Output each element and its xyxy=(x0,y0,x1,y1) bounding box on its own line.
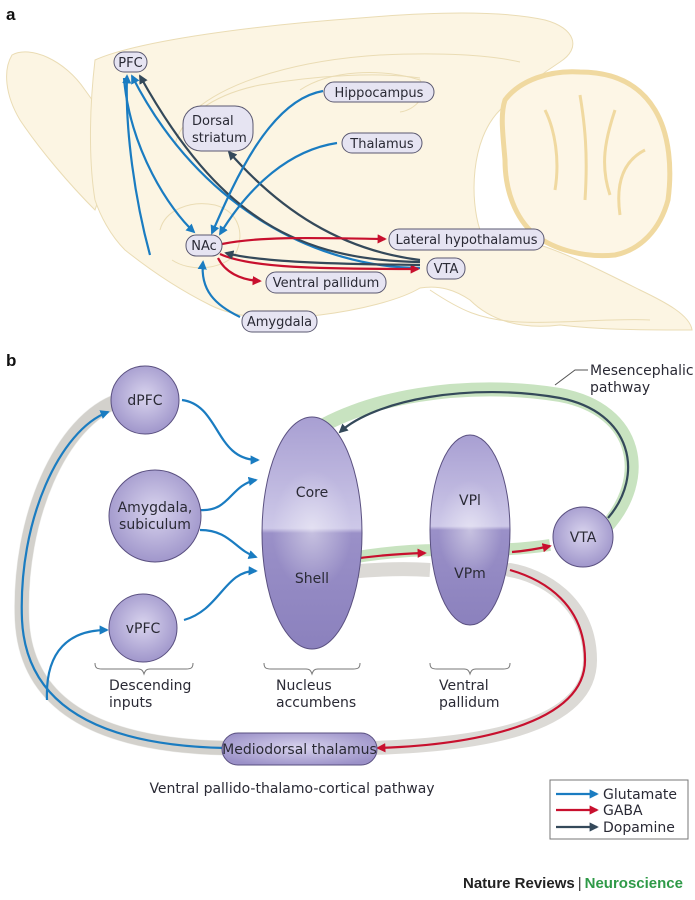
svg-text:VTA: VTA xyxy=(570,530,597,546)
label-nucleus-accumbens-1: Nucleus xyxy=(276,678,332,694)
node-shell: Shell xyxy=(295,571,329,587)
gaba-vpm-to-md-thalamus xyxy=(376,568,587,753)
region-hippocampus: Hippocampus xyxy=(323,81,435,103)
region-thalamus: Thalamus xyxy=(341,132,423,154)
node-vta: VTA xyxy=(552,506,614,568)
svg-text:Ventral pallidum: Ventral pallidum xyxy=(273,276,379,291)
node-vpm: VPm xyxy=(454,566,486,582)
glutamate-amygdala-to-nac xyxy=(197,260,241,318)
glutamate-pfc-to-nac xyxy=(122,77,196,234)
region-amygdala: Amygdala xyxy=(241,310,318,333)
legend-item-gaba: GABA xyxy=(556,803,643,819)
journal-credit: Nature Reviews|Neuroscience xyxy=(463,875,683,892)
node-vpl: VPl xyxy=(459,493,481,509)
svg-text:Dopamine: Dopamine xyxy=(603,820,675,836)
region-lateral-hypothalamus: Lateral hypothalamus xyxy=(388,228,545,251)
node-dpfc: dPFC xyxy=(110,365,180,435)
node-ventral-pallidum: VPl VPm xyxy=(429,434,511,626)
svg-text:PFC: PFC xyxy=(118,56,142,71)
node-nucleus-accumbens: Core Shell xyxy=(261,416,363,650)
region-nac: NAc xyxy=(185,234,223,257)
svg-text:dPFC: dPFC xyxy=(127,393,162,409)
journal-name: Neuroscience xyxy=(584,875,683,892)
brace-nucleus-accumbens xyxy=(263,662,361,676)
label-ventral-pallidum-1: Ventral xyxy=(439,678,489,694)
label-mesencephalic-2: pathway xyxy=(590,380,650,396)
svg-text:Dorsal: Dorsal xyxy=(192,114,234,129)
descending-input-arrows xyxy=(181,398,260,622)
svg-text:GABA: GABA xyxy=(603,803,643,819)
glutamate-thalamus-to-nac xyxy=(219,141,338,236)
group-braces xyxy=(94,662,511,676)
region-pfc: PFC xyxy=(113,51,148,73)
glutamate-vpfc-to-shell xyxy=(183,566,258,622)
svg-text:NAc: NAc xyxy=(191,239,217,254)
brace-ventral-pallidum xyxy=(429,662,511,676)
pathway-labels: Mesencephalic pathway Ventral pallido-th… xyxy=(149,363,693,797)
node-amygdala-subiculum: Amygdala, subiculum xyxy=(108,469,202,563)
region-ventral-pallidum: Ventral pallidum xyxy=(265,271,387,294)
glutamate-amygdala-to-core xyxy=(199,476,258,512)
label-descending-inputs-1: Descending xyxy=(109,678,191,694)
svg-text:Lateral hypothalamus: Lateral hypothalamus xyxy=(395,233,537,248)
label-pallido-thalamo-cortical: Ventral pallido-thalamo-cortical pathway xyxy=(149,781,434,797)
panel-b-letter: b xyxy=(6,351,16,370)
svg-text:striatum: striatum xyxy=(192,131,247,146)
glutamate-hippocampus-to-nac xyxy=(210,89,324,235)
pallido-thalamo-cortical-pathway xyxy=(14,392,598,756)
node-core: Core xyxy=(296,485,328,501)
region-vta: VTA xyxy=(426,257,466,280)
region-dorsal-striatum: Dorsal striatum xyxy=(182,105,254,152)
label-descending-inputs-2: inputs xyxy=(109,695,152,711)
node-mediodorsal-thalamus: Mediodorsal thalamus xyxy=(221,732,378,766)
svg-text:VTA: VTA xyxy=(434,262,459,277)
dopamine-vta-to-nac xyxy=(224,250,421,267)
svg-text:vPFC: vPFC xyxy=(126,621,161,637)
svg-text:subiculum: subiculum xyxy=(119,517,191,533)
brace-descending-inputs xyxy=(94,662,194,676)
dopamine-vta-to-dorsal-striatum xyxy=(227,150,421,262)
gaba-nac-to-lateral-hypothalamus xyxy=(221,234,387,246)
svg-text:Thalamus: Thalamus xyxy=(349,137,414,152)
legend: Glutamate GABA Dopamine xyxy=(549,779,689,840)
panel-b-nodes: dPFC Amygdala, subiculum vPFC Core Shell… xyxy=(108,365,614,766)
label-mesencephalic-1: Mesencephalic xyxy=(590,363,694,379)
legend-item-glutamate: Glutamate xyxy=(556,787,677,803)
legend-item-dopamine: Dopamine xyxy=(556,820,675,836)
glutamate-subiculum-to-shell xyxy=(199,528,258,560)
glutamate-dpfc-to-nac xyxy=(181,398,260,465)
node-vpfc: vPFC xyxy=(108,593,178,663)
credit-separator: | xyxy=(577,875,582,892)
svg-text:Amygdala: Amygdala xyxy=(247,315,312,330)
mesencephalic-leader-line xyxy=(554,369,588,386)
svg-text:Mediodorsal thalamus: Mediodorsal thalamus xyxy=(222,742,377,758)
label-ventral-pallidum-2: pallidum xyxy=(439,695,500,711)
publisher-name: Nature Reviews xyxy=(462,875,575,892)
gaba-vpm-to-vta xyxy=(511,543,552,554)
dopamine-vta-to-pfc xyxy=(139,74,421,264)
svg-text:Glutamate: Glutamate xyxy=(603,787,677,803)
svg-text:Hippocampus: Hippocampus xyxy=(335,86,424,101)
glutamate-thalamus-to-vpfc xyxy=(45,625,109,701)
glutamate-thalamus-to-dpfc xyxy=(20,410,226,750)
dopamine-vta-to-nac xyxy=(338,390,630,519)
panel-a-letter: a xyxy=(6,5,16,24)
panel-a-regions: PFC Dorsal striatum Hippocampus Thalamus… xyxy=(113,51,545,333)
group-labels: Descending inputs Nucleus accumbens Vent… xyxy=(109,678,500,711)
panel-a-connections xyxy=(122,74,421,318)
gaba-nac-to-ventral-pallidum xyxy=(217,257,262,286)
label-nucleus-accumbens-2: accumbens xyxy=(276,695,356,711)
brain-sagittal-outline xyxy=(6,12,693,331)
svg-text:Amygdala,: Amygdala, xyxy=(118,500,193,516)
